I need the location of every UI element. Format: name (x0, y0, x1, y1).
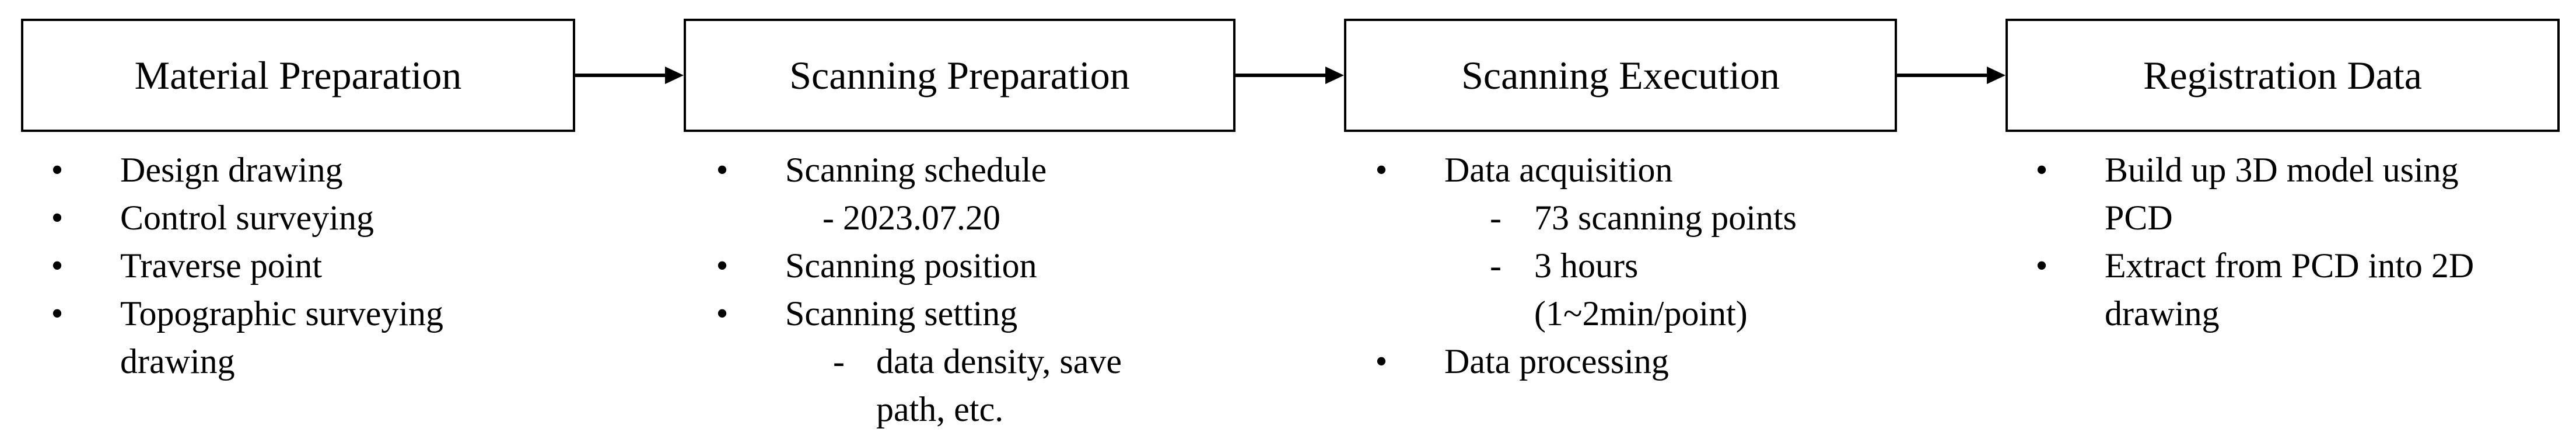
sub-item: - 73 scanning points (1370, 194, 1797, 242)
step-title: Material Preparation (134, 53, 462, 97)
list-item: • Extract from PCD into 2D (2030, 242, 2474, 290)
list-item: • Traverse point (46, 242, 443, 290)
step-box-scanning-execution: Scanning Execution (1344, 19, 1897, 132)
list-item: • Scanning schedule (710, 146, 1122, 194)
list-item: • Control surveying (46, 194, 443, 242)
flow-arrows (575, 67, 2006, 84)
dash-icon: - (833, 342, 845, 381)
arrow-1 (575, 67, 684, 84)
bullet-icon: • (51, 198, 64, 237)
dash-icon: - (1490, 198, 1502, 237)
sub-item: - data density, save (710, 337, 1122, 385)
list-item: • Data processing (1370, 337, 1797, 385)
list-item: • Scanning setting (710, 290, 1122, 337)
list-item-continuation: drawing (2105, 294, 2220, 333)
step-box-material-preparation: Material Preparation (21, 19, 575, 132)
list-item-continuation: drawing (120, 342, 235, 381)
sub-item-continuation: path, etc. (876, 390, 1004, 428)
bullet-icon: • (51, 246, 64, 285)
list-item-continuation: PCD (2105, 198, 2173, 237)
step-box-scanning-preparation: Scanning Preparation (684, 19, 1236, 132)
bullet-icon: • (51, 151, 64, 189)
bullet-icon: • (716, 246, 729, 285)
bullet-icon: • (1375, 151, 1388, 189)
list-item: • Topographic surveying (46, 290, 443, 337)
sub-item: - 3 hours (1370, 242, 1797, 290)
step-details-scanning-execution: • Data acquisition - 73 scanning points … (1370, 146, 1797, 385)
bullet-icon: • (1375, 342, 1388, 381)
arrow-3 (1897, 67, 2006, 84)
bullet-icon: • (51, 294, 64, 333)
step-details-material-preparation: • Design drawing • Control surveying • T… (46, 146, 443, 385)
sub-item: - 2023.07.20 (822, 198, 1000, 237)
step-box-registration-data: Registration Data (2006, 19, 2560, 132)
step-title: Scanning Execution (1461, 53, 1780, 97)
list-item: • Data acquisition (1370, 146, 1797, 194)
bullet-icon: • (716, 151, 729, 189)
list-item: • Build up 3D model using (2030, 146, 2474, 194)
dash-icon: - (1490, 246, 1502, 285)
step-title: Registration Data (2143, 53, 2422, 97)
bullet-icon: • (716, 294, 729, 333)
step-details-registration-data: • Build up 3D model using PCD • Extract … (2030, 146, 2474, 337)
list-item: • Design drawing (46, 146, 443, 194)
bullet-icon: • (2035, 246, 2048, 285)
sub-item-continuation: (1~2min/point) (1534, 294, 1748, 333)
step-details-scanning-preparation: • Scanning schedule - 2023.07.20 • Scann… (710, 146, 1122, 433)
step-title: Scanning Preparation (789, 53, 1130, 97)
bullet-icon: • (2035, 151, 2048, 189)
list-item: • Scanning position (710, 242, 1122, 290)
arrow-2 (1236, 67, 1344, 84)
